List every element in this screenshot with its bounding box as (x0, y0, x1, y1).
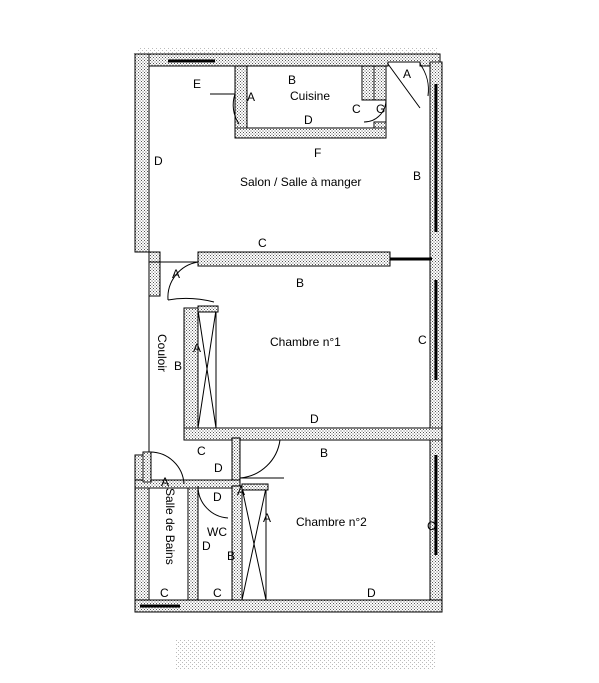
label-sdb-c: C (160, 586, 169, 600)
cuisine-left-wall (234, 65, 248, 137)
cuisine-right-small (373, 65, 387, 101)
room-salle-de-bains: Salle de Bains (163, 488, 177, 565)
label-wc-c: C (213, 586, 222, 600)
room-salon: Salon / Salle à manger (240, 175, 361, 189)
exterior-bottom-wall (134, 599, 443, 613)
label-cuisine-a: A (247, 90, 255, 104)
salon-chambre1-wall (197, 251, 391, 267)
label-entry-a: A (403, 67, 411, 81)
sdb-wc-wall (187, 487, 199, 601)
label-cuisine-e: E (193, 77, 201, 91)
label-ch1-d: D (310, 412, 319, 426)
label-hall-d: D (214, 461, 223, 475)
cuisine-bottom-wall (234, 127, 387, 139)
label-wc-a: A (237, 484, 245, 498)
sdb-door-stub (142, 451, 152, 483)
label-ch2-a: A (263, 511, 271, 525)
room-wc: WC (207, 525, 227, 539)
label-couloir-a: A (172, 267, 180, 281)
exterior-top-wall (133, 53, 441, 67)
chambre1-cupboard-top-cap (197, 305, 219, 313)
cuisine-door-right[interactable] (363, 99, 387, 123)
cuisine-door-left[interactable] (210, 93, 240, 125)
label-cuisine-g: G (376, 102, 385, 116)
label-cuisine-c: C (352, 102, 361, 116)
label-salon-f: F (314, 146, 321, 160)
label-salon-b: B (413, 169, 421, 183)
bottom-edge-dots (175, 640, 435, 670)
chambre1-chambre2-wall (183, 427, 443, 441)
label-ch2-b: B (320, 446, 328, 460)
label-wc-d-side: D (202, 539, 211, 553)
label-wc-b: B (227, 549, 235, 563)
label-ch1-a: A (193, 341, 201, 355)
label-wc-d-top: D (213, 490, 222, 504)
room-cuisine: Cuisine (290, 89, 330, 103)
top-edge-dots (138, 48, 438, 54)
label-salon-d: D (154, 154, 163, 168)
entry-door[interactable] (387, 63, 429, 109)
label-ch1-b-left: B (174, 359, 182, 373)
label-ch2-d: D (367, 586, 376, 600)
label-salon-c: C (258, 236, 267, 250)
label-ch2-c: C (427, 519, 436, 533)
chambre2-cupboard-cross (241, 487, 267, 601)
room-chambre1: Chambre n°1 (270, 335, 341, 349)
chambre1-left-wall (183, 307, 199, 439)
label-ch1-c: C (418, 333, 427, 347)
chambre1-cupboard-cross (197, 309, 217, 429)
label-ch1-b-top: B (296, 276, 304, 290)
chambre2-door[interactable] (239, 439, 284, 479)
couloir-door[interactable] (160, 261, 215, 303)
label-sdb-a: A (161, 475, 169, 489)
room-couloir: Couloir (155, 334, 169, 372)
chambre2-cupboard-top-cap (241, 483, 269, 491)
label-hall-c: C (197, 444, 206, 458)
salon-left-stub (148, 251, 161, 263)
wc-right-wall (231, 485, 243, 601)
exterior-left-wall-upper (134, 53, 150, 253)
label-cuisine-d: D (304, 113, 313, 127)
label-cuisine-b: B (288, 73, 296, 87)
cuisine-right-wall (361, 65, 375, 101)
room-chambre2: Chambre n°2 (296, 515, 367, 529)
hall-vertical-wall (231, 437, 241, 483)
